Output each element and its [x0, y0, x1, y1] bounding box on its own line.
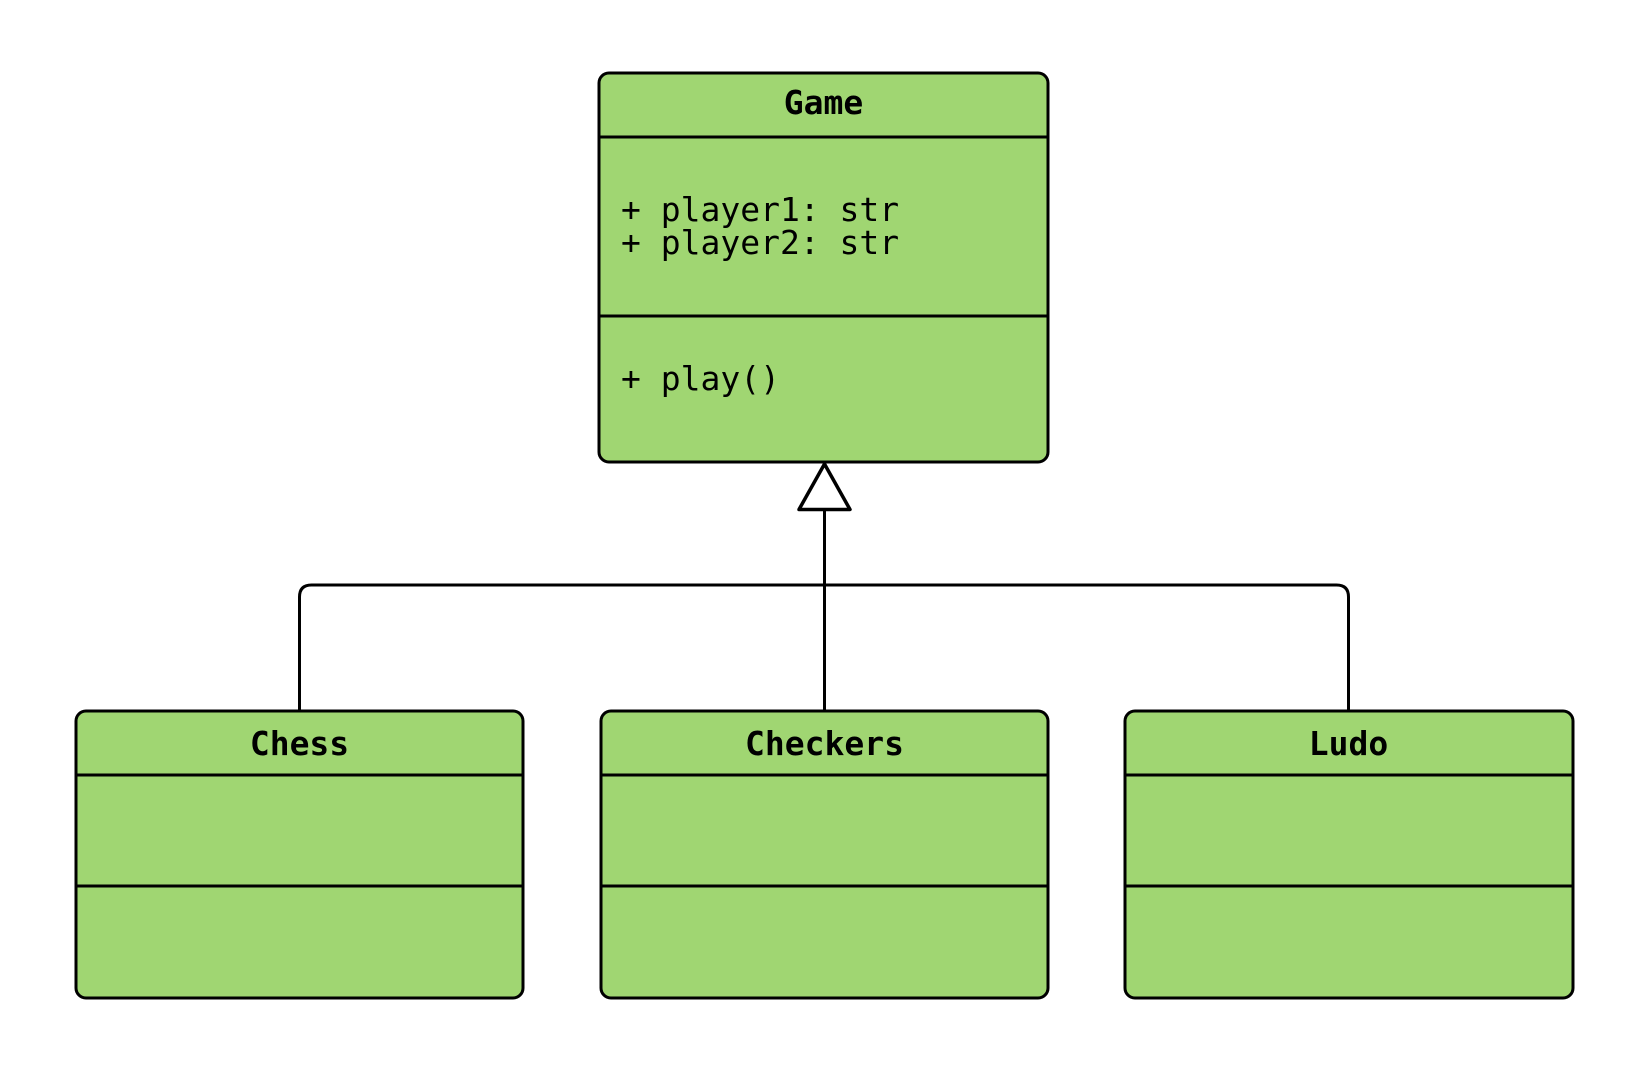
class-game-method: + play()	[621, 359, 780, 398]
inheritance-triangle-icon	[797, 462, 852, 512]
class-checkers-box	[599, 709, 1050, 1000]
class-chess: Chess	[74, 709, 525, 1000]
class-game: Game + player1: str + player2: str + pla…	[597, 71, 1050, 464]
edge-chess-ludo-to-game	[298, 583, 1350, 713]
class-game-box	[597, 71, 1050, 464]
class-chess-name: Chess	[250, 724, 349, 763]
class-game-name: Game	[784, 83, 863, 122]
class-ludo: Ludo	[1123, 709, 1575, 1000]
class-ludo-box	[1123, 709, 1575, 1000]
class-game-attribute: + player1: str	[621, 190, 899, 229]
class-ludo-name: Ludo	[1309, 724, 1388, 763]
inheritance-connectors	[298, 462, 1350, 713]
class-chess-box	[74, 709, 525, 1000]
class-checkers-name: Checkers	[745, 724, 904, 763]
class-game-attribute: + player2: str	[621, 223, 899, 262]
class-checkers: Checkers	[599, 709, 1050, 1000]
